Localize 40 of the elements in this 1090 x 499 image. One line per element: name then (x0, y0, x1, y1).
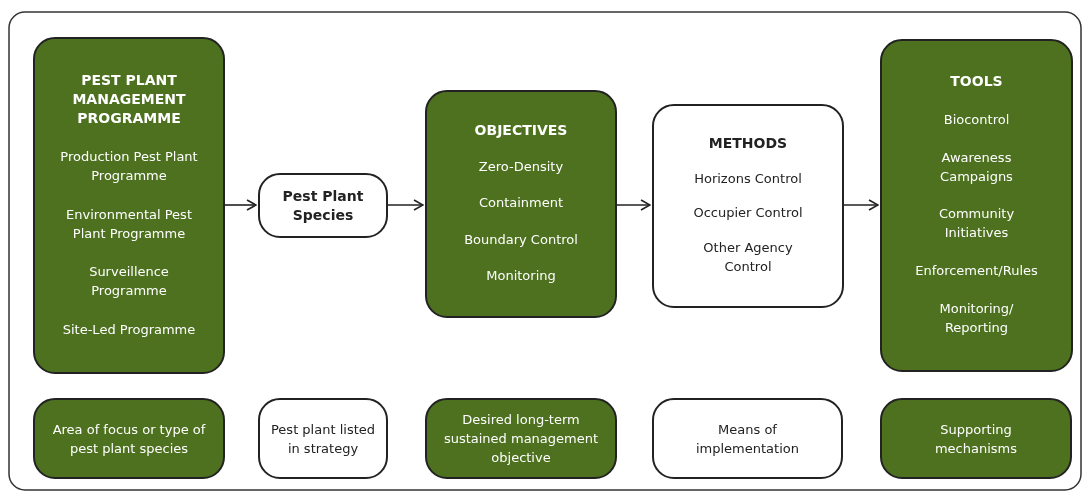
box-text: Production Pest Plant Programme (59, 148, 199, 185)
box-text: Biocontrol (943, 110, 1010, 129)
box-text: Zero-Density (478, 158, 564, 177)
box-text: Boundary Control (464, 230, 578, 249)
box-text: Awareness Campaigns (939, 148, 1014, 186)
arrow (224, 199, 257, 211)
box-text: Pest Plant Species (281, 186, 365, 225)
rounded-box (652, 104, 844, 308)
box-text: Other Agency Control (702, 239, 794, 277)
box-text: Monitoring/ Reporting (938, 300, 1015, 338)
arrow (616, 199, 651, 211)
box-heading: TOOLS (950, 71, 1003, 91)
box-heading: METHODS (708, 133, 788, 153)
rounded-box (258, 398, 388, 479)
box-heading: PEST PLANT MANAGEMENT PROGRAMME (71, 70, 187, 128)
box-text: Surveillence Programme (88, 263, 170, 300)
box-text: Means of implementation (695, 420, 800, 458)
box-text: Monitoring (486, 266, 556, 285)
rounded-box (652, 398, 843, 479)
rounded-box (33, 37, 225, 374)
rounded-box (33, 398, 225, 479)
rounded-box (880, 39, 1073, 372)
box-text: Enforcement/Rules (915, 262, 1038, 281)
box-text: Site-Led Programme (62, 320, 196, 339)
rounded-box (425, 90, 617, 318)
rounded-box (425, 398, 617, 479)
box-text: Occupier Control (693, 204, 803, 223)
box-heading: OBJECTIVES (474, 121, 568, 141)
box-text: Pest plant listed in strategy (270, 420, 376, 458)
box-text: Horizons Control (694, 169, 802, 188)
box-text: Desired long-term sustained management objective (442, 411, 600, 467)
box-text: Supporting mechanisms (933, 420, 1019, 458)
rounded-box (258, 173, 388, 238)
box-text: Community Initiatives (937, 205, 1016, 243)
box-text: Environmental Pest Plant Programme (65, 205, 193, 243)
rounded-box (880, 398, 1072, 479)
arrow (387, 199, 424, 211)
arrow (843, 199, 879, 211)
box-text: Area of focus or type of pest plant species (51, 420, 207, 458)
box-text: Containment (478, 194, 564, 213)
